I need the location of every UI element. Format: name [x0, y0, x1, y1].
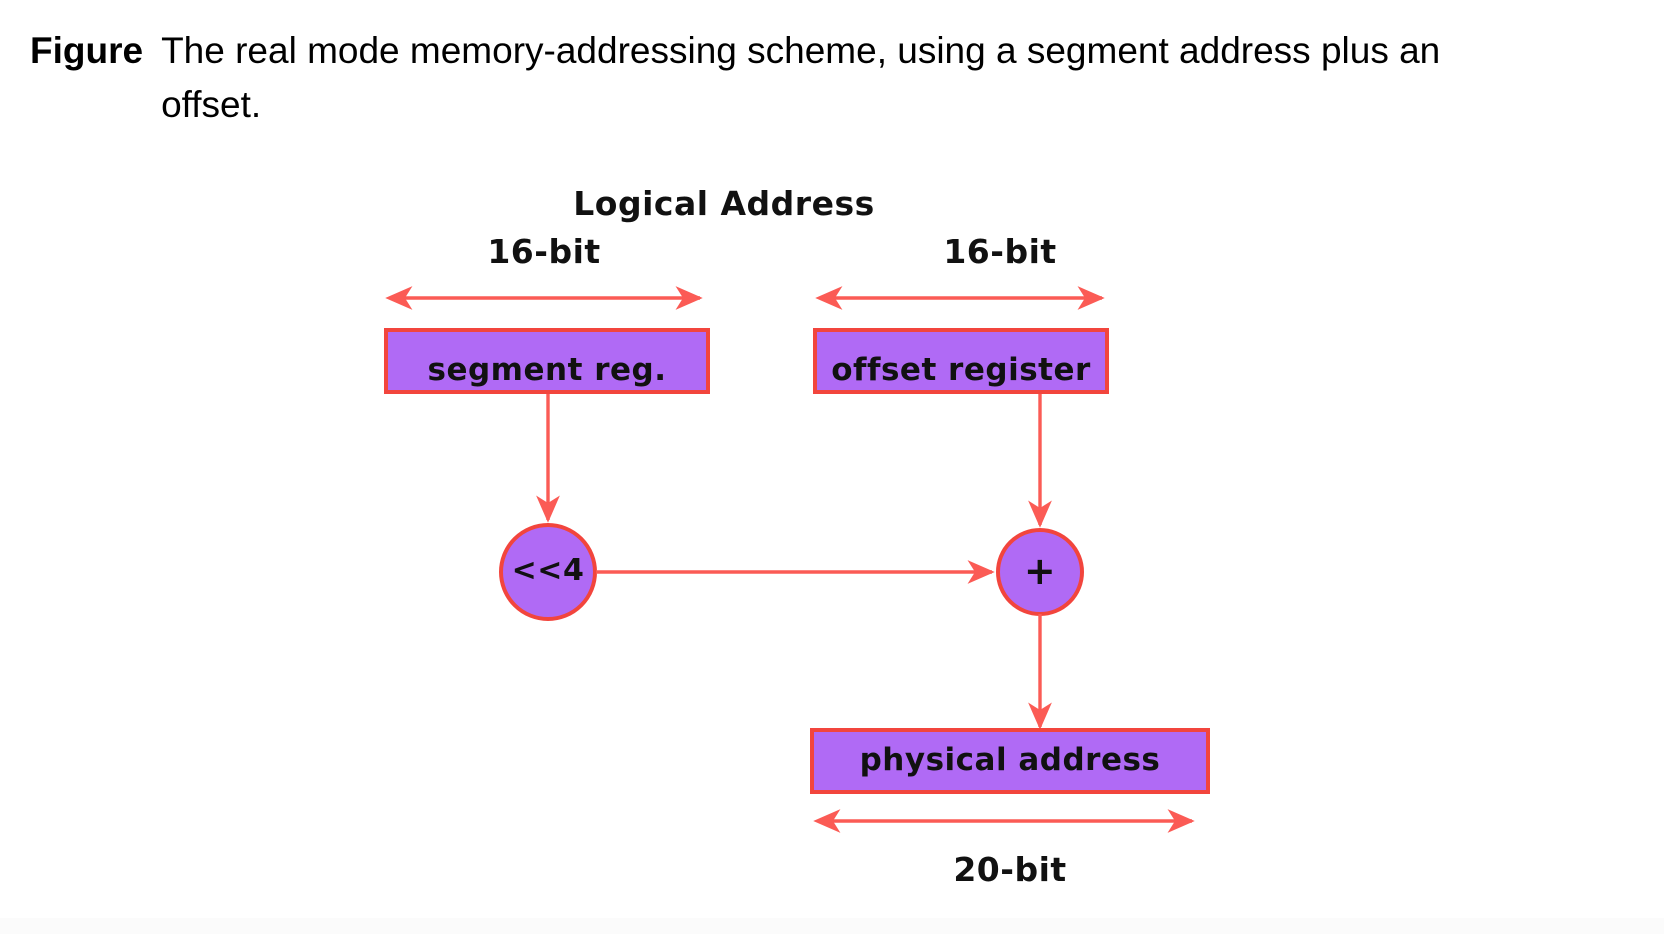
adder-label: +: [1023, 549, 1057, 593]
caption-row: Figure The real mode memory-addressing s…: [30, 24, 1630, 132]
logical-address-label: Logical Address: [573, 184, 875, 223]
shift-operator-label: <<4: [511, 553, 585, 588]
slide-bottom-band: [0, 918, 1664, 934]
segment-register-label: segment reg.: [427, 352, 667, 388]
physical-address-label: physical address: [859, 742, 1161, 778]
figure-caption: Figure The real mode memory-addressing s…: [30, 24, 1630, 132]
segment-width-label: 16-bit: [487, 232, 601, 271]
physical-width-label: 20-bit: [953, 850, 1067, 889]
figure-caption-text: The real mode memory-addressing scheme, …: [161, 30, 1441, 125]
figure-label: Figure: [30, 30, 144, 71]
offset-width-label: 16-bit: [943, 232, 1057, 271]
offset-register-label: offset register: [831, 352, 1091, 388]
